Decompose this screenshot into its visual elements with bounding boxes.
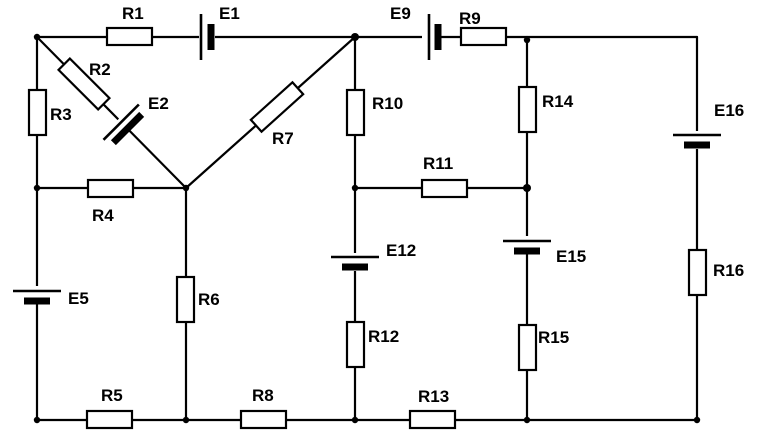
label-r14: R14 — [542, 92, 574, 111]
label-r15: R15 — [538, 328, 569, 347]
resistor-r1 — [105, 26, 154, 47]
source-e16 — [673, 131, 721, 149]
resistor-r7 — [249, 80, 305, 134]
labels: R1 R2 R3 R4 R5 R6 R7 R8 R9 R10 R11 R12 R… — [50, 4, 744, 406]
label-r1: R1 — [122, 4, 144, 23]
node-bottom-right — [693, 416, 701, 424]
source-e1 — [199, 14, 215, 60]
label-r3: R3 — [50, 105, 72, 124]
resistor-r4 — [86, 178, 135, 199]
resistor-r10 — [345, 88, 366, 137]
resistor-r9 — [459, 26, 508, 47]
resistor-r3 — [27, 88, 48, 137]
node-mid-355 — [351, 184, 359, 192]
label-r9: R9 — [459, 9, 481, 28]
node-center — [182, 184, 190, 192]
source-e5 — [13, 286, 61, 305]
wires — [35, 35, 699, 422]
label-r13: R13 — [418, 387, 449, 406]
label-e15: E15 — [556, 247, 586, 266]
resistor-r2 — [56, 56, 112, 112]
label-r10: R10 — [372, 94, 403, 113]
resistor-r12 — [345, 320, 366, 369]
label-e16: E16 — [714, 101, 744, 120]
label-r12: R12 — [368, 327, 399, 346]
junctions — [33, 33, 701, 424]
node-mid-527 — [523, 184, 531, 192]
label-r5: R5 — [101, 386, 123, 405]
source-e15 — [503, 236, 551, 255]
node-bottom-527 — [523, 416, 531, 424]
label-r16: R16 — [713, 261, 744, 280]
label-e2: E2 — [148, 94, 169, 113]
node-top-left — [33, 33, 41, 41]
resistor-r15 — [517, 323, 538, 372]
label-r6: R6 — [198, 290, 220, 309]
node-bottom-186 — [182, 416, 190, 424]
resistor-r8 — [239, 409, 288, 430]
node-left-mid — [33, 184, 41, 192]
source-e12 — [331, 253, 379, 271]
node-top-right — [523, 36, 531, 44]
label-e12: E12 — [386, 241, 416, 260]
sources — [13, 14, 721, 305]
resistor-r5 — [85, 409, 134, 430]
label-r11: R11 — [423, 154, 453, 173]
source-e2 — [99, 100, 149, 150]
source-e9 — [422, 14, 442, 60]
resistors — [27, 26, 708, 430]
resistor-r13 — [408, 409, 457, 430]
node-bottom-left — [33, 416, 41, 424]
label-r2: R2 — [89, 60, 111, 79]
label-r7: R7 — [272, 129, 294, 148]
label-e1: E1 — [219, 4, 240, 23]
resistor-r6 — [175, 275, 196, 324]
node-top-mid — [351, 33, 359, 41]
label-r8: R8 — [252, 386, 274, 405]
resistor-r14 — [517, 85, 538, 134]
node-bottom-355 — [351, 416, 359, 424]
label-r4: R4 — [92, 206, 114, 225]
resistor-r16 — [687, 248, 708, 297]
label-e9: E9 — [390, 4, 411, 23]
resistor-r11 — [420, 178, 469, 199]
label-e5: E5 — [68, 289, 89, 308]
